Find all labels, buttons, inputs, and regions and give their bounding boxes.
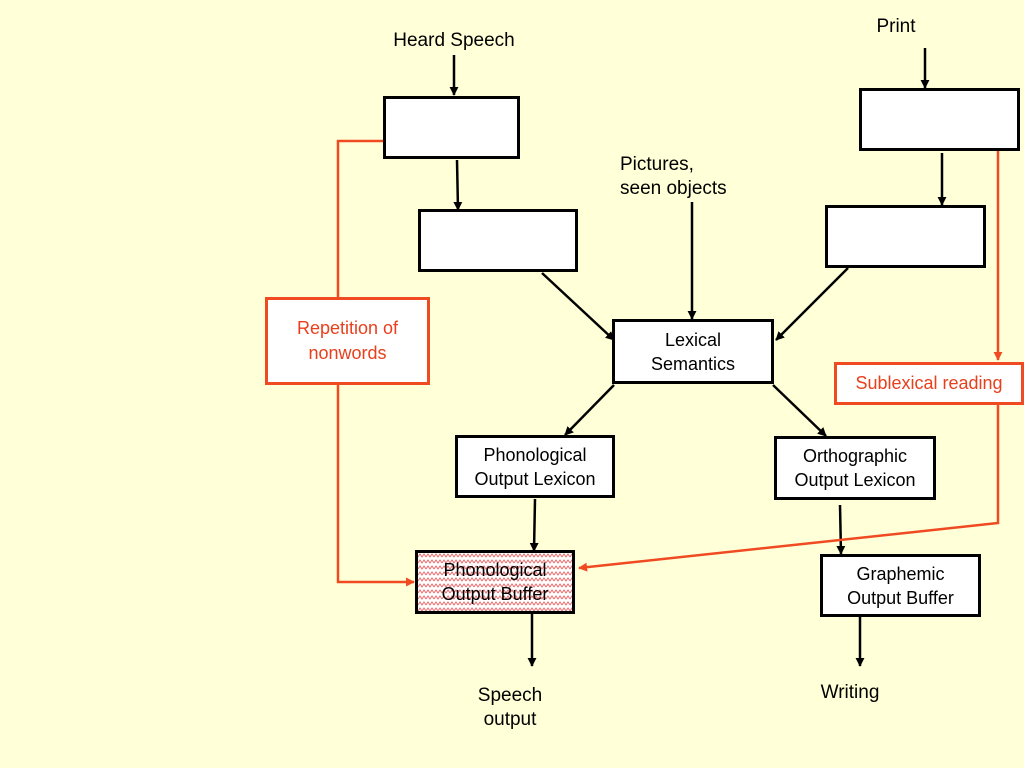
arrow-semantics-to-orthographic-lexicon xyxy=(772,384,827,437)
visual-analysis-box xyxy=(859,88,1020,151)
arrow-semantics-to-phonological-lexicon xyxy=(564,384,615,436)
repetition-of-nonwords-label: Repetition of nonwords xyxy=(265,297,430,385)
speech-output-label: Speech output xyxy=(477,685,543,730)
graphemic-output-buffer-box: Graphemic Output Buffer xyxy=(820,554,981,617)
sublexical-reading-label: Sublexical reading xyxy=(834,362,1024,405)
route-sublexical-reading-to-buffer xyxy=(578,405,1000,572)
orthographic-output-lexicon-box: Orthographic Output Lexicon xyxy=(774,436,936,500)
phonological-output-lexicon-box: Phonological Output Lexicon xyxy=(455,435,615,498)
writing-label: Writing xyxy=(820,682,880,703)
heard-speech-label: Heard Speech xyxy=(393,30,515,51)
phonological-output-buffer-box: Phonological Output Buffer xyxy=(415,550,575,614)
pictures-label: Pictures, seen objects xyxy=(620,154,727,199)
auditory-input-lexicon-box xyxy=(418,209,578,272)
lexical-semantics-box: Lexical Semantics xyxy=(612,319,774,384)
arrow-orthographic-lexicon-to-buffer xyxy=(836,504,846,555)
arrow-right-box-to-semantics xyxy=(775,267,849,341)
orthographic-input-lexicon-box xyxy=(825,205,986,268)
print-label: Print xyxy=(876,16,916,37)
auditory-analysis-box xyxy=(383,96,520,159)
arrow-phonological-lexicon-to-buffer xyxy=(529,498,539,552)
arrow-box-to-box-left xyxy=(453,159,463,211)
arrow-left-box-to-semantics xyxy=(541,272,615,341)
